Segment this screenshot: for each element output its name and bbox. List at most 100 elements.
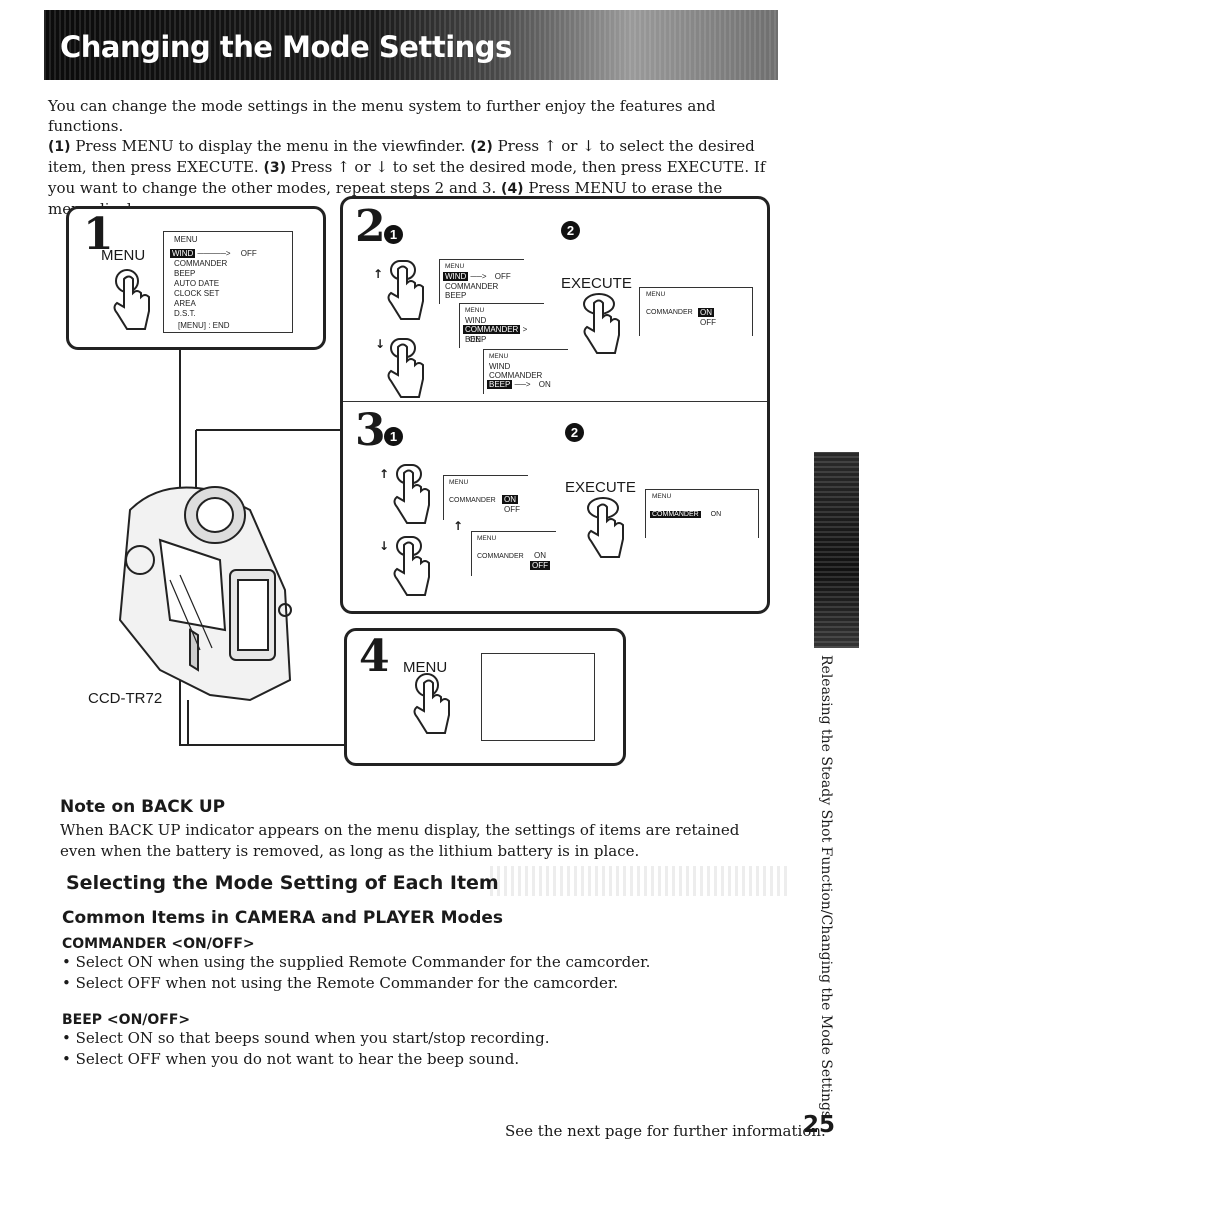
intro-line: You can change the mode settings in the … [48, 97, 716, 135]
section-subheading: Common Items in CAMERA and PLAYER Modes [62, 908, 504, 928]
screen-item-selected: BEEP ──> ON [487, 380, 551, 389]
page-number: 25 [803, 1112, 836, 1138]
option-off: OFF [504, 505, 520, 514]
camcorder-illustration [118, 486, 292, 702]
screen-item: COMMANDER [445, 282, 499, 291]
up-arrow-icon: ↑ [373, 267, 384, 281]
menu-item: CLOCK SET [174, 289, 220, 298]
step2-execute-label: EXECUTE [561, 275, 632, 292]
screen-item: BEEP [465, 335, 487, 344]
bullet: • Select ON so that beeps sound when you… [62, 1029, 550, 1047]
step-text-1: Press MENU to display the menu in the vi… [70, 137, 471, 155]
screen-item: COMMANDER [489, 371, 543, 380]
screen-title: MENU [449, 479, 469, 486]
screen-title: MENU [445, 263, 465, 270]
step2-screen-b: MENU WIND COMMANDER > ON BEEP [459, 303, 544, 348]
step2-number: 2 [355, 201, 386, 252]
screen-item: COMMANDER [477, 553, 524, 560]
step-ref-3: (3) [263, 160, 287, 176]
step2-3-panel: 2 1 2 ↑ ↓ MENU WIND ──> OFF COMMANDER BE… [340, 196, 770, 614]
screen-title: MENU [646, 291, 666, 298]
menu-title: MENU [174, 235, 198, 244]
page-title: Changing the Mode Settings [60, 30, 512, 64]
menu-item: BEEP [174, 269, 196, 278]
screen-item: COMMANDER [646, 309, 693, 316]
down-arrow-icon: ↓ [379, 539, 390, 553]
step-ref-1: (1) [48, 139, 71, 155]
option-off: OFF [700, 318, 716, 327]
up-arrow-icon: ↑ [379, 467, 390, 481]
hand-press-up-icon [393, 464, 430, 524]
step4-panel: 4 MENU [344, 628, 626, 766]
section-band [490, 866, 790, 896]
screen-item: WIND [465, 316, 487, 325]
note-heading: Note on BACK UP [60, 797, 226, 817]
step3-execute-label: EXECUTE [565, 479, 636, 496]
intro-paragraph: You can change the mode settings in the … [48, 96, 768, 219]
hand-execute-icon [587, 497, 624, 558]
screen-title: MENU [465, 307, 485, 314]
screen-title: MENU [477, 535, 497, 542]
screen-title: MENU [652, 493, 672, 500]
step3-substep-1: 1 [384, 427, 403, 446]
footer-note: See the next page for further informatio… [505, 1122, 826, 1140]
bullet: • Select OFF when not using the Remote C… [62, 974, 619, 992]
up-arrow-icon: ↑ [453, 519, 464, 533]
step1-panel: 1 MENU MENU WIND ─────> OFF COMMANDER BE… [66, 206, 326, 350]
down-arrow-icon: ↓ [375, 337, 386, 351]
title-banner [44, 10, 778, 80]
bullet: • Select OFF when you do not want to hea… [62, 1050, 520, 1068]
step1-menu-button-label: MENU [101, 247, 146, 264]
step1-menu-screen: MENU WIND ─────> OFF COMMANDER BEEP AUTO… [163, 231, 293, 333]
hand-press-icon [413, 673, 450, 734]
menu-item: AUTO DATE [174, 279, 220, 288]
screen-item: COMMANDER [449, 497, 496, 504]
menu-item: COMMANDER [174, 259, 228, 268]
step2-screen-a: MENU WIND ──> OFF COMMANDER BEEP [439, 259, 524, 304]
section-heading: Selecting the Mode Setting of Each Item [66, 872, 499, 894]
item-heading-commander: COMMANDER <ON/OFF> [62, 936, 255, 952]
note-body: When BACK UP indicator appears on the me… [60, 821, 740, 860]
chapter-side-label: Releasing the Steady Shot Function/Chang… [818, 655, 834, 1119]
hand-press-down-icon [387, 338, 424, 398]
menu-end-hint: [MENU] : END [178, 321, 230, 330]
step4-blank-screen [481, 653, 595, 741]
hand-press-up-icon [387, 260, 424, 320]
step4-number: 4 [359, 631, 390, 682]
step1-number: 1 [83, 209, 114, 260]
step3-screen-b: MENU COMMANDER ON OFF [471, 531, 556, 576]
screen-title: MENU [489, 353, 509, 360]
menu-item-wind: WIND ─────> OFF [170, 249, 257, 258]
step-ref-4: (4) [501, 181, 524, 197]
wind-value: OFF [240, 249, 257, 258]
step3-screen-a: MENU COMMANDER ON OFF [443, 475, 528, 520]
step3-substep-2: 2 [565, 423, 584, 442]
hand-execute-icon [583, 293, 620, 354]
hand-press-down-icon [393, 536, 430, 596]
screen-item: BEEP [445, 291, 467, 300]
step-text-2: Press ↑ or ↓ to select the desired item,… [48, 137, 755, 176]
step4-menu-button-label: MENU [403, 659, 448, 676]
bullet: • Select ON when using the supplied Remo… [62, 953, 651, 971]
option-off: OFF [530, 561, 550, 570]
screen-item-selected: WIND ──> OFF [443, 272, 511, 281]
menu-item: D.S.T. [174, 309, 196, 318]
step-ref-2: (2) [470, 139, 493, 155]
step3-number: 3 [355, 405, 386, 456]
menu-item: AREA [174, 299, 196, 308]
step2-substep-1: 1 [384, 225, 403, 244]
step-divider [343, 401, 767, 402]
chapter-tab [814, 452, 859, 648]
screen-item: WIND [489, 362, 511, 371]
step2-substep-2: 2 [561, 221, 580, 240]
option-on: ON [698, 308, 714, 317]
step2-screen-c: MENU WIND COMMANDER BEEP ──> ON [483, 349, 568, 394]
option-on: ON [534, 551, 546, 560]
hand-press-icon [113, 269, 150, 330]
step-text-3: Press ↑ or ↓ to set the desired mode, th… [48, 158, 766, 197]
step2-screen-d: MENU COMMANDER ON OFF [639, 287, 753, 336]
item-heading-beep: BEEP <ON/OFF> [62, 1012, 191, 1028]
camera-model-label: CCD-TR72 [88, 690, 163, 707]
